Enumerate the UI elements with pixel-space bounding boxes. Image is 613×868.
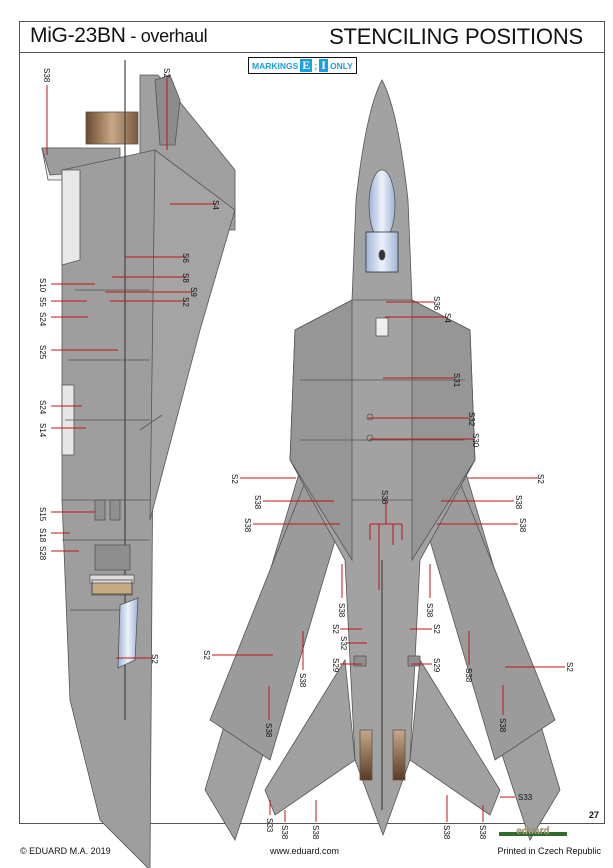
stencil-label: S33 — [265, 818, 274, 833]
stencil-label: S25 — [38, 345, 47, 360]
stencil-label: S28 — [38, 546, 47, 561]
stencil-label: S4 — [211, 200, 220, 210]
markings-suffix: ONLY — [329, 60, 353, 71]
stencil-label: S29 — [432, 658, 441, 673]
stencil-label: S2 — [432, 624, 441, 634]
stencil-label: S24 — [38, 400, 47, 415]
stencil-label: S29 — [331, 658, 340, 673]
side-view-label-group: S38 S2 S4 S6 S8 S9 S2 S10 S5 S24 S25 S24… — [38, 68, 220, 664]
plan-view-aircraft — [204, 79, 561, 841]
logo-text: eduard — [516, 826, 549, 836]
stencil-label: S2 — [181, 297, 190, 307]
stencil-label: S10 — [38, 278, 47, 293]
stencil-label: S38 — [253, 495, 262, 510]
stencil-label: S38 — [514, 495, 523, 510]
section-title: STENCILING POSITIONS — [329, 24, 583, 49]
stencil-label: S38 — [280, 825, 289, 840]
stencil-label: S24 — [38, 312, 47, 327]
page-title: MiG-23BN - overhaul — [30, 24, 208, 48]
side-view-aircraft — [41, 60, 236, 868]
stencil-label: S38 — [42, 68, 51, 83]
marking-letter-i: I — [319, 58, 328, 72]
page-number: 27 — [588, 810, 599, 820]
marking-separator: ; — [314, 60, 318, 71]
footer-website[interactable]: www.eduard.com — [270, 846, 340, 856]
markings-badge: MARKINGS E ; I ONLY — [248, 57, 357, 74]
plan-view-leaders — [212, 301, 565, 822]
stencil-label: S9 — [189, 287, 198, 297]
stencil-label: S38 — [442, 825, 451, 840]
stencil-label: S32 — [339, 636, 348, 651]
plan-view-label-group: S36 S4 S31 S32 S30 S2 S2 S36 S38 S38 S38… — [202, 296, 574, 840]
footer-printed: Printed in Czech Republic — [497, 846, 601, 856]
marking-letter-e: E — [300, 58, 313, 72]
stencil-label: S2 — [150, 654, 159, 664]
stencil-label: S38 — [311, 825, 320, 840]
footer-copyright: © EDUARD M.A. 2019 — [20, 846, 111, 856]
stencil-label: S38 — [518, 518, 527, 533]
stencil-label: S38 — [243, 518, 252, 533]
stencil-label: S5 — [38, 297, 47, 307]
stencil-label: S33 — [518, 793, 533, 802]
stencil-label: S2 — [202, 650, 211, 660]
stencil-label: S38 — [264, 723, 273, 738]
stencil-label: S38 — [478, 825, 487, 840]
header-divider — [19, 52, 605, 53]
title-variant: - overhaul — [125, 26, 208, 46]
page-frame — [19, 21, 605, 824]
stencil-label: S38 — [337, 603, 346, 618]
markings-prefix: MARKINGS — [252, 60, 299, 71]
stencil-label: S36 — [380, 490, 389, 505]
stencil-label: S2 — [536, 474, 545, 484]
side-view-leaders — [46, 78, 215, 659]
stencil-label: S4 — [443, 313, 452, 323]
stencil-label: S2 — [331, 624, 340, 634]
stencil-label: S32 — [467, 412, 476, 427]
stencil-label: S36 — [432, 296, 441, 311]
stencil-label: S2 — [162, 68, 171, 78]
stencil-label: S2 — [565, 662, 574, 672]
title-model: MiG-23BN — [30, 24, 126, 47]
stencil-label: S31 — [452, 373, 461, 388]
stencil-label: S38 — [498, 718, 507, 733]
eduard-logo: eduard — [499, 826, 567, 836]
stencil-label: S30 — [471, 433, 480, 448]
stencil-label: S18 — [38, 528, 47, 543]
stencil-label: S8 — [181, 273, 190, 283]
stencil-label: S15 — [38, 507, 47, 522]
stencil-label: S38 — [425, 603, 434, 618]
stencil-label: S38 — [464, 668, 473, 683]
stencil-label: S38 — [298, 673, 307, 688]
stencil-label: S2 — [230, 474, 239, 484]
stencil-label: S6 — [181, 253, 190, 263]
stencil-label: S14 — [38, 423, 47, 438]
